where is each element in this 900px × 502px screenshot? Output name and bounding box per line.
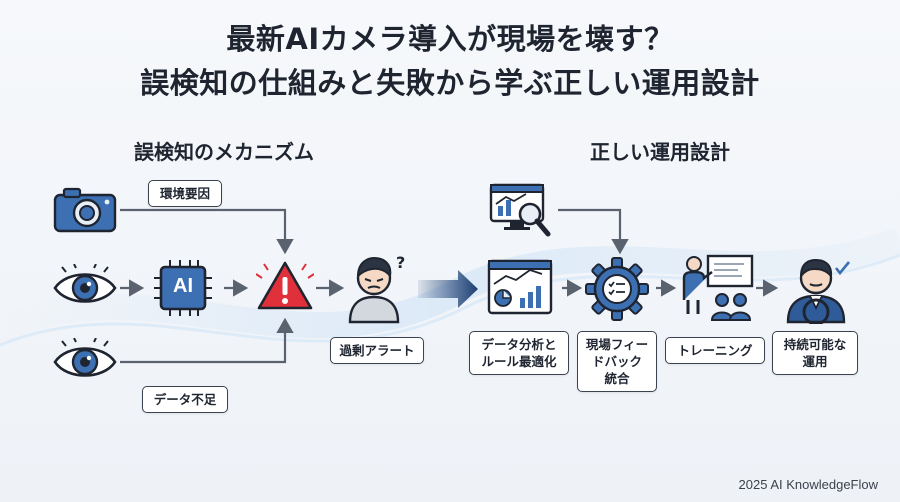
arrow-camera-to-warning bbox=[120, 208, 294, 255]
arrow-eye2-to-warning bbox=[120, 317, 294, 364]
ai-chip-icon: AI bbox=[150, 258, 216, 318]
left-section-heading: 誤検知のメカニズム bbox=[134, 140, 314, 164]
step-sustainable-operation-label: 持続可能な 運用 bbox=[772, 331, 858, 375]
excessive-alert-label: 過剰アラート bbox=[330, 337, 424, 364]
environment-factor-label: 環境要因 bbox=[148, 180, 222, 207]
svg-text:?: ? bbox=[396, 253, 405, 272]
trainer-presentation-icon bbox=[682, 254, 754, 321]
footer-credit: 2025 AI KnowledgeFlow bbox=[738, 477, 878, 492]
arrow-analytics-to-gear bbox=[558, 208, 629, 255]
driver-operator-icon bbox=[786, 258, 851, 324]
step-training-label: トレーニング bbox=[665, 337, 765, 364]
gear-checklist-icon bbox=[585, 257, 649, 321]
ai-chip-text: AI bbox=[173, 275, 193, 297]
analytics-monitor-icon bbox=[489, 183, 551, 237]
transition-arrow bbox=[418, 270, 478, 308]
page-title-line2: 誤検知の仕組みと失敗から学ぶ正しい運用設計 bbox=[140, 66, 760, 100]
right-section-heading: 正しい運用設計 bbox=[590, 140, 730, 164]
eye-icon bbox=[53, 264, 117, 303]
confused-person-icon: ? bbox=[348, 253, 405, 324]
camera-icon bbox=[53, 187, 117, 233]
warning-icon bbox=[256, 261, 314, 310]
eye-icon bbox=[53, 338, 117, 377]
dashboard-chart-icon bbox=[487, 259, 553, 315]
step-field-feedback-label: 現場フィー ドバック 統合 bbox=[577, 331, 657, 392]
page-title-line1: 最新AIカメラ導入が現場を壊す？ bbox=[226, 22, 674, 56]
step-data-analysis-label: データ分析と ルール最適化 bbox=[469, 331, 569, 375]
data-shortage-label: データ不足 bbox=[142, 386, 228, 413]
